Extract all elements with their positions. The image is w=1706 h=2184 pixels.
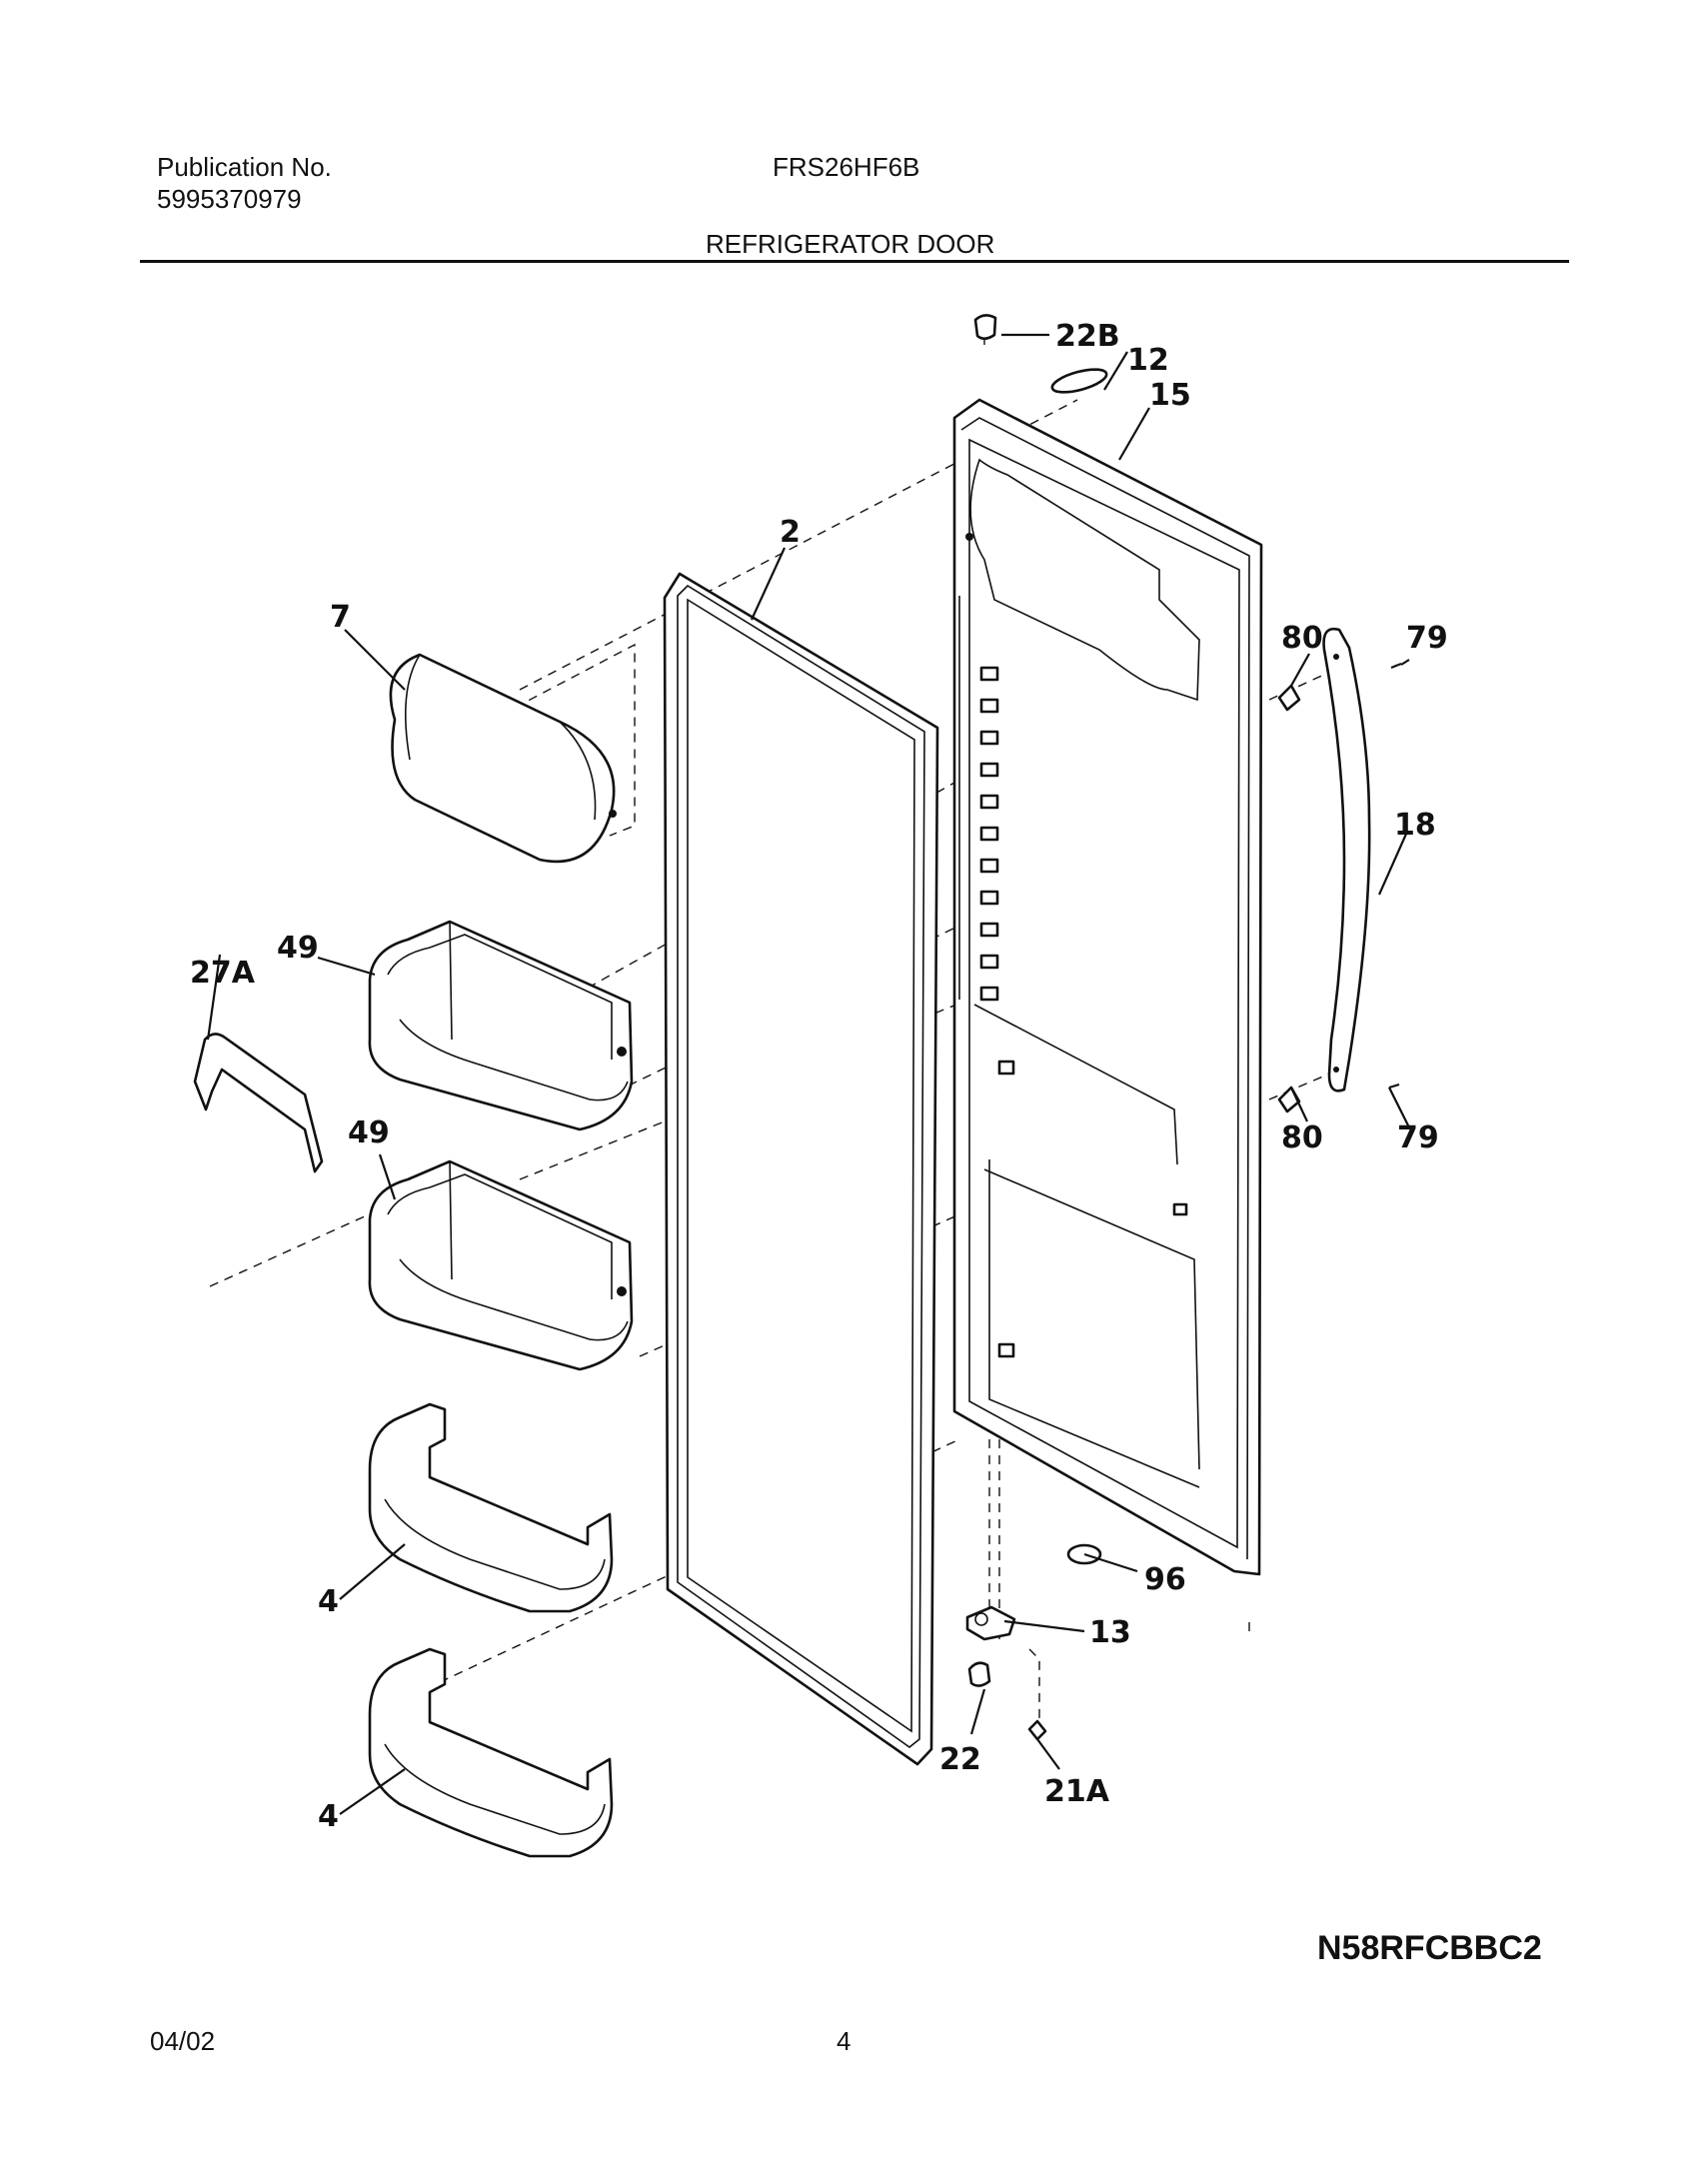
part-18-handle [1322,627,1371,1092]
part-79-screw-upper [1390,662,1402,670]
callout-7: 7 [330,600,351,635]
part-12-plug [1050,368,1108,394]
door-shelf-pegs [979,666,1188,1358]
callout-13: 13 [1089,1615,1131,1650]
callout-4-lower: 4 [318,1799,339,1834]
part-49-bin-lower [368,1159,634,1371]
callout-49-lower: 49 [348,1115,390,1150]
callout-79-upper: 79 [1406,621,1448,656]
footer-page-number: 4 [837,2026,852,2056]
part-2-gasket [663,572,939,1766]
part-21a-screw [1027,1719,1047,1741]
part-79-screw-lower [1388,1083,1400,1090]
callout-79-lower: 79 [1397,1120,1439,1155]
callout-49-upper: 49 [277,931,319,966]
callout-80-lower: 80 [1281,1120,1323,1155]
part-22-bushing [967,1661,991,1687]
callout-12: 12 [1127,343,1169,378]
part-15-door [952,398,1263,1576]
leader-lines [206,333,1410,1815]
part-22b-bushing [973,314,997,341]
callout-96: 96 [1144,1562,1186,1597]
callout-22: 22 [939,1742,981,1777]
header-rule [140,260,1569,263]
publication-number: 5995370979 [157,184,302,214]
callout-22b: 22B [1055,319,1120,354]
part-49-bin-upper [368,920,634,1131]
part-80-screw-upper [1277,684,1301,712]
footer-date: 04/02 [150,2026,216,2056]
part-4-shelf-upper [368,1402,614,1613]
section-title: REFRIGERATOR DOOR [706,229,995,259]
callout-27a: 27A [190,956,256,991]
part-13-bracket [965,1605,1016,1641]
part-4-shelf-lower [368,1647,614,1858]
callout-4-upper: 4 [318,1584,339,1619]
diagram-code: N58RFCBBC2 [1317,1929,1542,1967]
callout-18: 18 [1394,808,1436,843]
publication-label: Publication No. [157,152,332,182]
callout-2: 2 [780,515,801,550]
model-number: FRS26HF6B [773,152,920,182]
callout-15: 15 [1149,378,1191,413]
callout-21a: 21A [1044,1774,1110,1809]
part-7-cover [389,653,617,864]
callout-80-upper: 80 [1281,621,1323,656]
part-27a-trim [193,1033,324,1173]
